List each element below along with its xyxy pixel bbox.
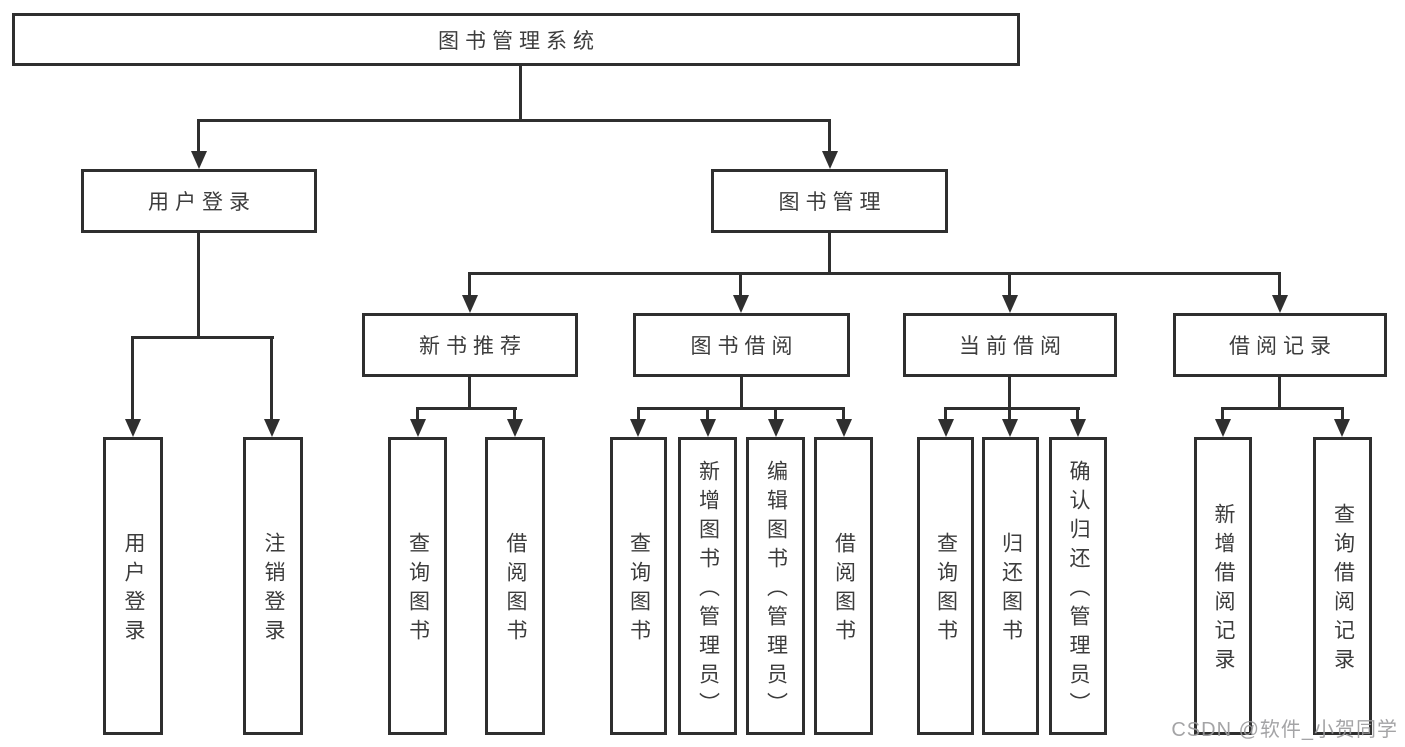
- arrowhead-icon: [1070, 419, 1086, 437]
- arrowhead-icon: [410, 419, 426, 437]
- node-book-management-branch: 图书管理: [711, 169, 948, 233]
- node-label: 图书借阅: [690, 335, 799, 358]
- arrowhead-icon: [1272, 295, 1288, 313]
- connector-recommend-stem: [468, 377, 471, 410]
- connector-userlogin-crossbar: [131, 336, 274, 339]
- arrowhead-icon: [822, 151, 838, 169]
- node-label: 查询借阅记录: [1331, 503, 1355, 677]
- connector-drop-leaf: [944, 407, 947, 421]
- node-label: 用户登录: [122, 532, 145, 648]
- connector-drop-level3: [1278, 272, 1281, 297]
- connector-userlogin-stem: [197, 233, 200, 339]
- arrowhead-icon: [836, 419, 852, 437]
- connector-current-stem: [1008, 377, 1011, 410]
- node-label: 当前借阅: [959, 335, 1067, 358]
- connector-root-crossbar: [197, 119, 831, 122]
- leaf-return-books: 归还图书: [982, 437, 1039, 735]
- leaf-logout: 注销登录: [243, 437, 303, 735]
- connector-drop-leaf: [1076, 407, 1079, 421]
- connector-current-crossbar: [944, 407, 1080, 410]
- connector-drop-leaf: [1221, 407, 1224, 421]
- leaf-add-books-admin: 新增图书（管理员）: [678, 437, 737, 735]
- node-label: 新增借阅记录: [1212, 503, 1235, 677]
- arrowhead-icon: [733, 295, 749, 313]
- connector-borrow-stem: [740, 377, 743, 410]
- arrowhead-icon: [700, 419, 716, 437]
- connector-drop-level3: [1008, 272, 1011, 297]
- node-label: 新增图书（管理员）: [696, 459, 720, 721]
- connector-drop-leaf: [131, 336, 134, 421]
- arrowhead-icon: [191, 151, 207, 169]
- arrowhead-icon: [462, 295, 478, 313]
- node-book-borrow: 图书借阅: [633, 313, 850, 377]
- leaf-borrow-books-recommend: 借阅图书: [485, 437, 545, 735]
- connector-records-crossbar: [1221, 407, 1344, 410]
- node-label: 借阅图书: [504, 532, 527, 648]
- leaf-query-books-recommend: 查询图书: [388, 437, 447, 735]
- arrowhead-icon: [125, 419, 141, 437]
- connector-bookmgmt-crossbar: [468, 272, 1281, 275]
- node-new-book-recommend: 新书推荐: [362, 313, 578, 377]
- csdn-watermark: CSDN @软件_小贺同学: [1171, 719, 1398, 741]
- connector-drop-leaf: [842, 407, 845, 421]
- leaf-user-login: 用户登录: [103, 437, 163, 735]
- connector-recommend-crossbar: [416, 407, 517, 410]
- node-label: 查询图书: [406, 532, 430, 648]
- node-borrow-records: 借阅记录: [1173, 313, 1387, 377]
- node-label: 借阅图书: [832, 532, 856, 648]
- leaf-add-borrow-record: 新增借阅记录: [1194, 437, 1252, 735]
- node-label: 用户登录: [148, 191, 256, 214]
- node-label: 注销登录: [262, 532, 285, 648]
- connector-records-stem: [1278, 377, 1281, 410]
- node-label: 确认归还（管理员）: [1067, 459, 1090, 721]
- arrowhead-icon: [1002, 419, 1018, 437]
- connector-root-stem: [519, 66, 522, 122]
- connector-drop-level3: [468, 272, 471, 297]
- leaf-query-borrow-record: 查询借阅记录: [1313, 437, 1372, 735]
- leaf-borrow-books: 借阅图书: [814, 437, 873, 735]
- connector-drop-leaf: [1008, 407, 1011, 421]
- connector-drop-leaf: [416, 407, 419, 421]
- connector-drop-leaf: [513, 407, 516, 421]
- node-label: 新书推荐: [419, 335, 527, 358]
- connector-drop-leaf: [706, 407, 709, 421]
- node-label: 图书管理: [778, 191, 887, 214]
- arrowhead-icon: [1215, 419, 1231, 437]
- connector-drop-leaf: [1341, 407, 1344, 421]
- connector-drop-level3: [739, 272, 742, 297]
- node-library-management-system: 图书管理系统: [12, 13, 1020, 66]
- arrowhead-icon: [938, 419, 954, 437]
- connector-drop-leaf: [270, 336, 273, 421]
- arrowhead-icon: [264, 419, 280, 437]
- node-label: 查询图书: [934, 532, 958, 648]
- node-current-borrow: 当前借阅: [903, 313, 1117, 377]
- node-label: 借阅记录: [1229, 335, 1337, 358]
- node-label: 归还图书: [999, 532, 1023, 648]
- node-label: 编辑图书（管理员）: [764, 459, 788, 721]
- connector-drop-leaf: [637, 407, 640, 421]
- arrowhead-icon: [630, 419, 646, 437]
- arrowhead-icon: [1334, 419, 1350, 437]
- arrowhead-icon: [768, 419, 784, 437]
- node-label: 图书管理系统: [438, 29, 600, 53]
- leaf-query-books-borrow: 查询图书: [610, 437, 667, 735]
- leaf-query-books-current: 查询图书: [917, 437, 974, 735]
- leaf-edit-books-admin: 编辑图书（管理员）: [746, 437, 805, 735]
- connector-drop-leaf: [774, 407, 777, 421]
- connector-bookmgmt-stem: [828, 233, 831, 275]
- connector-drop-book-management: [828, 119, 831, 153]
- node-user-login-branch: 用户登录: [81, 169, 317, 233]
- leaf-confirm-return-admin: 确认归还（管理员）: [1049, 437, 1107, 735]
- connector-borrow-crossbar: [637, 407, 845, 410]
- arrowhead-icon: [507, 419, 523, 437]
- node-label: 查询图书: [627, 532, 651, 648]
- connector-drop-user-login: [197, 119, 200, 153]
- arrowhead-icon: [1002, 295, 1018, 313]
